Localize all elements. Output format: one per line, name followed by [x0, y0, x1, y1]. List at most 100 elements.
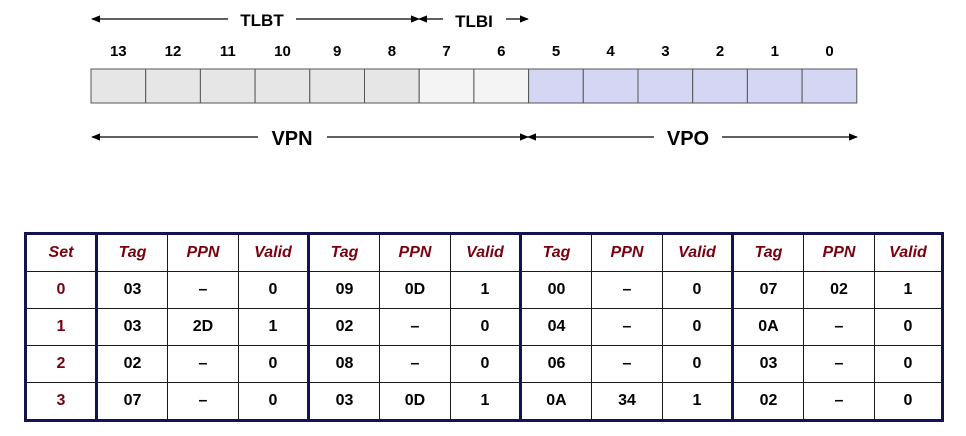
bit-cell	[199, 68, 256, 104]
bit-cell	[801, 68, 858, 104]
tag-cell: 0A	[731, 308, 804, 346]
valid-cell: 0	[662, 345, 733, 383]
tag-cell: 02	[731, 382, 804, 421]
bit-cell	[582, 68, 639, 104]
bit-cell	[145, 68, 201, 104]
ppn-cell: 34	[591, 382, 663, 421]
bit-number: 6	[497, 43, 505, 60]
bit-number: 2	[716, 43, 724, 60]
tag-cell: 03	[95, 308, 168, 346]
bit-cell	[528, 68, 584, 104]
vpo-label: VPO	[667, 128, 709, 150]
bit-number: 9	[333, 43, 341, 60]
valid-cell: 1	[874, 271, 943, 309]
set-cell: 1	[25, 308, 97, 346]
tag-cell: 00	[519, 271, 592, 309]
bit-cell	[692, 68, 748, 104]
column-header-ppn: PPN	[167, 233, 239, 272]
bit-cell	[418, 68, 475, 104]
column-header-valid: Valid	[238, 233, 309, 272]
valid-cell: 1	[450, 271, 521, 309]
valid-cell: 0	[662, 308, 733, 346]
bit-cell	[473, 68, 530, 104]
vpn-label: VPN	[271, 128, 312, 150]
ppn-cell: 0D	[379, 271, 451, 309]
ppn-cell: 02	[803, 271, 875, 309]
ppn-cell: –	[167, 271, 239, 309]
bit-number: 11	[220, 43, 236, 60]
tlbt-label: TLBT	[240, 11, 284, 30]
bit-number: 10	[274, 43, 291, 60]
tag-cell: 08	[307, 345, 380, 383]
ppn-cell: –	[591, 345, 663, 383]
valid-cell: 0	[874, 382, 943, 421]
valid-cell: 0	[450, 345, 521, 383]
tag-cell: 04	[519, 308, 592, 346]
tag-cell: 0A	[519, 382, 592, 421]
ppn-cell: –	[591, 271, 663, 309]
ppn-cell: –	[167, 345, 239, 383]
valid-cell: 0	[238, 271, 309, 309]
bit-cell	[364, 68, 420, 104]
bit-cell	[746, 68, 803, 104]
valid-cell: 0	[662, 271, 733, 309]
valid-cell: 0	[874, 308, 943, 346]
ppn-cell: –	[803, 308, 875, 346]
ppn-cell: –	[379, 345, 451, 383]
bit-number: 7	[442, 43, 450, 60]
bit-number: 8	[388, 43, 396, 60]
tag-cell: 03	[731, 345, 804, 383]
ppn-cell: 0D	[379, 382, 451, 421]
column-header-tag: Tag	[95, 233, 168, 272]
column-header-ppn: PPN	[379, 233, 451, 272]
bit-number: 13	[110, 43, 127, 60]
tlbi-label: TLBI	[455, 12, 493, 31]
bit-cells	[90, 68, 858, 104]
set-cell: 2	[25, 345, 97, 383]
ppn-cell: –	[591, 308, 663, 346]
valid-cell: 1	[238, 308, 309, 346]
set-cell: 3	[25, 382, 97, 421]
tag-cell: 06	[519, 345, 592, 383]
column-header-tag: Tag	[519, 233, 592, 272]
tag-cell: 07	[731, 271, 804, 309]
bit-number: 3	[661, 43, 669, 60]
bit-cell	[254, 68, 311, 104]
ppn-cell: –	[803, 345, 875, 383]
column-header-tag: Tag	[307, 233, 380, 272]
ppn-cell: –	[803, 382, 875, 421]
valid-cell: 0	[238, 345, 309, 383]
column-header-tag: Tag	[731, 233, 804, 272]
bit-number: 5	[552, 43, 560, 60]
column-header-valid: Valid	[874, 233, 943, 272]
bit-number: 12	[165, 43, 182, 60]
column-header-ppn: PPN	[803, 233, 875, 272]
bit-number: 0	[825, 43, 833, 60]
tag-cell: 02	[307, 308, 380, 346]
column-header-valid: Valid	[662, 233, 733, 272]
bit-number: 4	[606, 43, 615, 60]
set-header: Set	[25, 233, 97, 272]
tag-cell: 02	[95, 345, 168, 383]
bit-cell	[309, 68, 365, 104]
ppn-cell: 2D	[167, 308, 239, 346]
bit-number: 1	[771, 43, 779, 60]
tag-cell: 03	[95, 271, 168, 309]
bit-cell	[637, 68, 694, 104]
ppn-cell: –	[379, 308, 451, 346]
tag-cell: 03	[307, 382, 380, 421]
valid-cell: 0	[874, 345, 943, 383]
column-header-valid: Valid	[450, 233, 521, 272]
valid-cell: 1	[662, 382, 733, 421]
tag-cell: 09	[307, 271, 380, 309]
valid-cell: 0	[450, 308, 521, 346]
ppn-cell: –	[167, 382, 239, 421]
bit-cell	[90, 68, 147, 104]
